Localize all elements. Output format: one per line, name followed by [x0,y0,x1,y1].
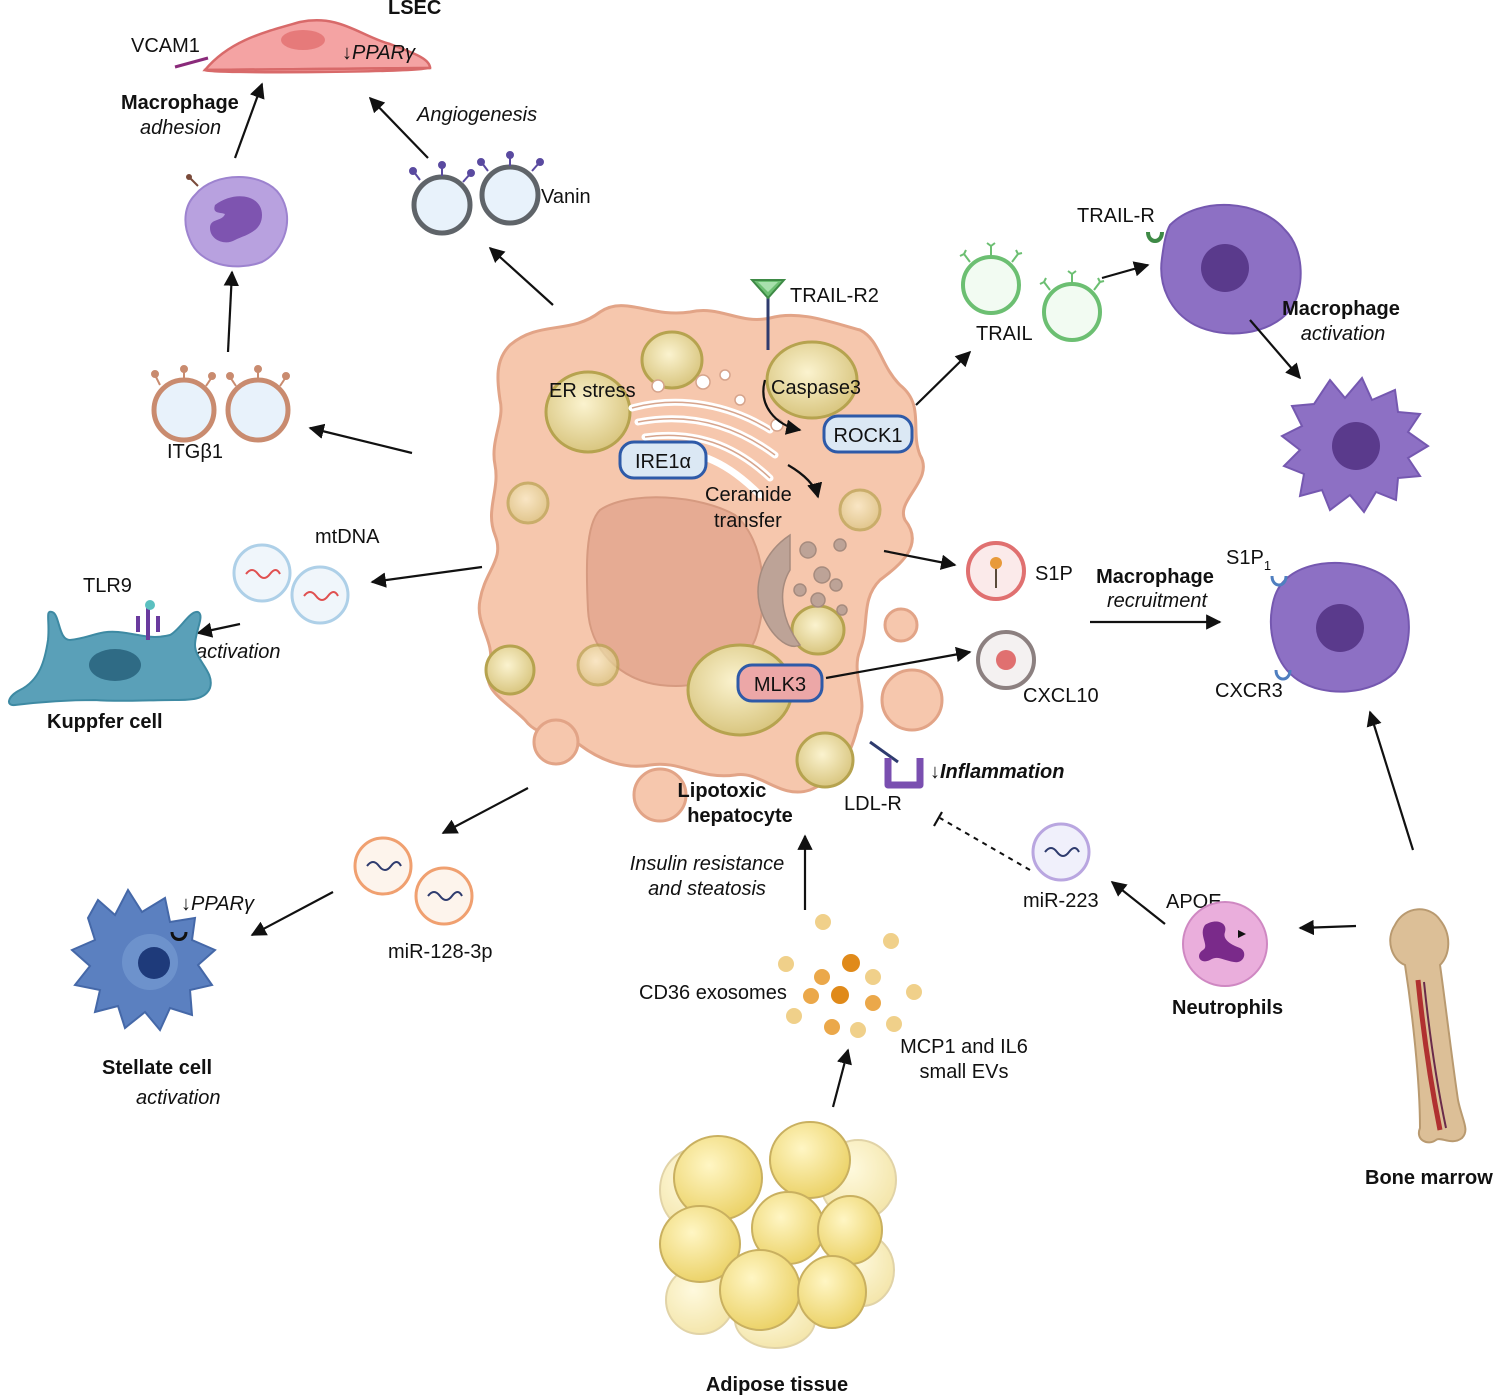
mir128-label: miR-128-3p [388,941,492,963]
ire1a-label: IRE1α [635,451,691,473]
neutrophils-label: Neutrophils [1172,997,1283,1019]
rock1-node: ROCK1 [822,414,914,454]
trail-label: TRAIL [976,323,1033,345]
mcp1-il6-label-1: MCP1 and IL6 [900,1036,1028,1058]
macrophage-recruitment-label-1: Macrophage [1096,566,1214,588]
insulin-resistance-label-1: Insulin resistance [630,853,785,875]
cd36-exosomes-label: CD36 exosomes [639,982,787,1004]
mtdna-vesicles-icon [232,543,350,625]
mir128-vesicles-icon [353,836,474,926]
vanin-vesicles-icon [409,151,544,236]
stellate-cell-label-1: Stellate cell [102,1057,212,1079]
stellate-cell-icon [70,888,217,1032]
inhibition-line [939,817,1031,871]
s1p1-label: S1P1 [1226,547,1271,573]
mlk3-label: MLK3 [754,674,806,696]
ire1a-node: IRE1α [618,440,708,480]
er-stress-organelle-outline-icon [631,401,776,479]
macrophage-adhesion-label-2: adhesion [140,117,221,139]
neutrophil-cell-icon [1182,901,1268,987]
lipotoxic-hepatocyte-label-1: Lipotoxic [678,780,767,802]
lsec-cell-icon [174,19,432,74]
caspase3-label: Caspase3 [771,377,861,399]
activated-macrophage-icon [1280,376,1430,514]
golgi-icon [757,533,848,647]
exosome-particles-icon [778,914,922,1038]
macrophage-activation-label-1: Macrophage [1282,298,1400,320]
trail-vesicles-icon [959,242,1105,342]
itgb1-label: ITGβ1 [167,441,223,463]
ppar-lsec-label: ↓PPARγ [342,42,416,64]
ppar-stellate-label: ↓PPARγ [181,893,255,915]
trail-r2-label: TRAIL-R2 [790,285,879,307]
mir223-label: miR-223 [1023,890,1099,912]
macrophage-recruitment-label-2: recruitment [1107,590,1208,612]
vanin-label: Vanin [541,186,591,208]
kupffer-cell-label: Kuppfer cell [47,711,163,733]
monocyte-cell-icon [184,174,289,268]
vcam1-label: VCAM1 [131,35,200,57]
insulin-resistance-label-2: and steatosis [648,878,766,900]
s1p-label: S1P [1035,563,1073,585]
macrophage-activation-label-2: activation [1301,323,1386,345]
cxcl10-vesicle-icon [976,630,1036,690]
bone-marrow-icon [1389,908,1467,1144]
lsec-label: LSEC [388,0,441,19]
ceramide-transfer-label-2: transfer [714,510,782,532]
macrophage-adhesion-label-1: Macrophage [121,92,239,114]
trail-r2-receptor-icon [749,279,787,350]
bone-marrow-label: Bone marrow [1365,1167,1493,1189]
mlk3-node: MLK3 [736,663,824,703]
lipotoxic-hepatocyte-label-2: hepatocyte [687,805,793,827]
adipose-tissue-label: Adipose tissue [706,1374,848,1396]
stellate-cell-label-2: activation [136,1087,221,1109]
mcp1-il6-label-2: small EVs [920,1061,1009,1083]
kupffer-activation-label: activation [196,641,281,663]
cxcr3-label: CXCR3 [1215,680,1283,702]
tlr9-label: TLR9 [83,575,132,597]
itgb1-vesicles-icon [151,365,291,443]
mtdna-label: mtDNA [315,526,380,548]
ldl-r-label: LDL-R [844,793,902,815]
rock1-label: ROCK1 [834,425,903,447]
macrophage-cell-icon [1146,204,1302,335]
ceramide-transfer-label-1: Ceramide [705,484,792,506]
inflammation-label: ↓Inflammation [930,761,1064,783]
cxcl10-label: CXCL10 [1023,685,1099,707]
ldl-r-receptor-icon [869,740,924,789]
kupffer-cell-icon [8,600,212,707]
er-stress-label: ER stress [549,380,636,402]
s1p-vesicle-icon [966,541,1026,601]
angiogenesis-label: Angiogenesis [416,104,537,126]
mir223-vesicle-icon [1031,822,1091,882]
adipose-tissue-icon [659,1121,897,1349]
trail-r-label: TRAIL-R [1077,205,1155,227]
recruited-macrophage-icon [1269,562,1410,693]
